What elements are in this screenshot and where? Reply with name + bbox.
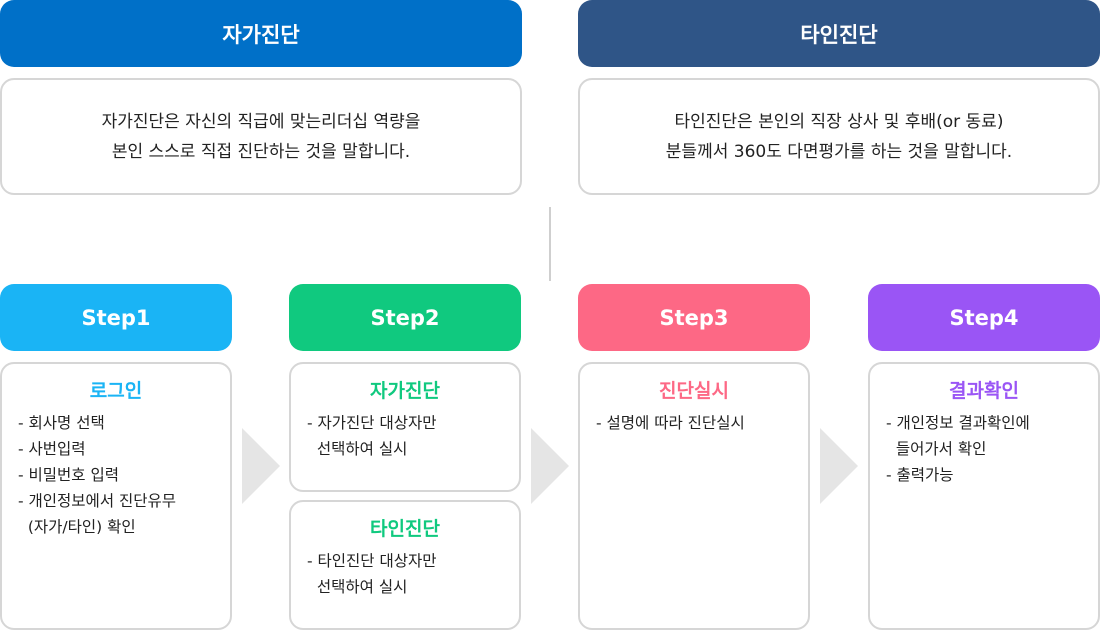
other-diagnosis-header: 타인진단 — [578, 0, 1100, 67]
step-box-title: 결과확인 — [949, 380, 1019, 402]
desc-line: 본인 스스로 직접 진단하는 것을 말합니다. — [111, 141, 411, 162]
step-box-title: 로그인 — [89, 380, 143, 402]
arrow-right-icon — [531, 428, 569, 504]
step-box-title: 타인진단 — [370, 518, 440, 540]
step1-header: Step1 — [0, 284, 232, 351]
step4-box: 결과확인 - 개인정보 결과확인에 들어가서 확인 - 출력가능 — [868, 362, 1100, 630]
step1-box: 로그인 - 회사명 선택 - 사번입력 - 비밀번호 입력 - 개인정보에서 진… — [0, 362, 232, 630]
step-line: - 사번입력 — [18, 440, 86, 458]
desc-line: 분들께서 360도 다면평가를 하는 것을 말합니다. — [665, 141, 1013, 162]
desc-line: 자가진단은 자신의 직급에 맞는리더십 역량을 — [101, 111, 421, 132]
step-line: - 개인정보 결과확인에 — [886, 414, 1030, 432]
step-line: 선택하여 실시 — [307, 578, 408, 596]
self-diagnosis-header: 자가진단 — [0, 0, 522, 67]
step-line: 들어가서 확인 — [886, 440, 987, 458]
step-line: 선택하여 실시 — [307, 440, 408, 458]
step-line: - 자가진단 대상자만 — [307, 414, 437, 432]
step-line: - 출력가능 — [886, 466, 954, 484]
step-line: - 타인진단 대상자만 — [307, 552, 437, 570]
step3-header: Step3 — [578, 284, 810, 351]
step-line: - 개인정보에서 진단유무 — [18, 492, 177, 510]
step-box-title: 진단실시 — [659, 380, 729, 402]
divider — [549, 207, 551, 281]
other-diagnosis-description: 타인진단은 본인의 직장 상사 및 후배(or 동료) 분들께서 360도 다면평… — [578, 78, 1100, 195]
step-line: - 회사명 선택 — [18, 414, 105, 432]
step-line: - 비밀번호 입력 — [18, 466, 120, 484]
step2-other-box: 타인진단 - 타인진단 대상자만 선택하여 실시 — [289, 500, 521, 630]
step4-header: Step4 — [868, 284, 1100, 351]
step2-header: Step2 — [289, 284, 521, 351]
step2-self-box: 자가진단 - 자가진단 대상자만 선택하여 실시 — [289, 362, 521, 492]
arrow-right-icon — [820, 428, 858, 504]
step-box-title: 자가진단 — [370, 380, 440, 402]
step3-box: 진단실시 - 설명에 따라 진단실시 — [578, 362, 810, 630]
arrow-right-icon — [242, 428, 280, 504]
desc-line: 타인진단은 본인의 직장 상사 및 후배(or 동료) — [674, 111, 1004, 132]
step-line: (자가/타인) 확인 — [18, 518, 136, 536]
step-line: - 설명에 따라 진단실시 — [596, 414, 745, 432]
